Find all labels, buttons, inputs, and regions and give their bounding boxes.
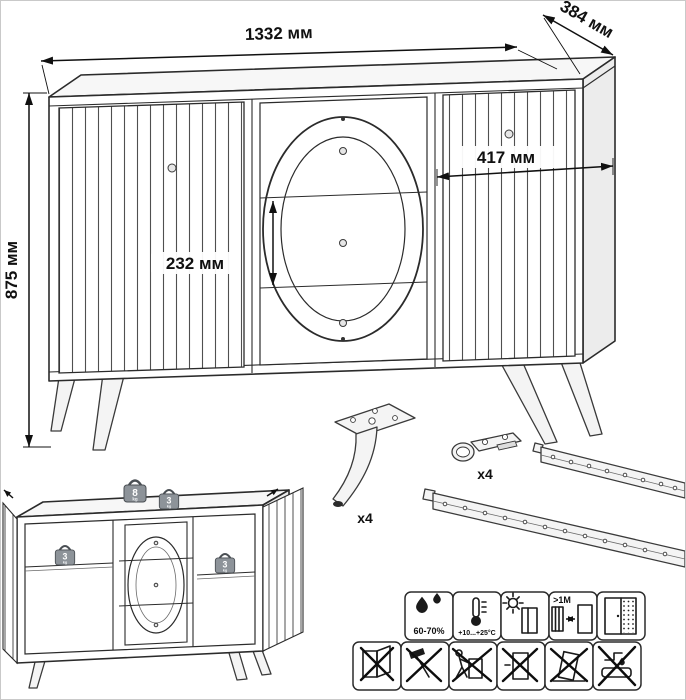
open-view-center-drawers <box>118 521 194 646</box>
faucet-icon <box>604 652 623 661</box>
left-door-open-arrow <box>3 489 14 499</box>
label-overall-width: 1332 мм <box>245 23 313 44</box>
care-icon-no-tilt <box>544 641 594 691</box>
care-icon-humidity: 60-70% <box>404 591 454 641</box>
load-weight-right-shelf: 3 kg <box>214 552 236 574</box>
weight-top-unit: kg <box>132 497 138 502</box>
water-drop-icon <box>416 596 428 613</box>
center-drawer-section <box>259 96 428 366</box>
open-view-interior <box>24 513 256 655</box>
weight-shelf-value: 3 <box>223 560 228 570</box>
care-icon-min-distance: >1M <box>548 591 598 641</box>
open-right-door <box>262 487 304 652</box>
weight-shelf-unit: kg <box>223 568 228 573</box>
care-icon-sunlight <box>500 591 550 641</box>
dimension-niche-width: 417 мм <box>436 146 614 186</box>
cabinet-side-face <box>582 56 616 364</box>
right-shelf <box>196 571 256 576</box>
leg-foot <box>333 501 343 507</box>
drawer-slide-detail-1 <box>532 442 685 499</box>
leg-quantity-label: x4 <box>357 510 373 526</box>
open-view-legs <box>28 649 272 689</box>
left-door-knob <box>167 163 177 173</box>
water-drop-icon <box>433 593 441 604</box>
sideboard-open-view: 8 kg 3 kg 3 kg 3 kg <box>2 479 304 689</box>
load-weight-left-shelf: 3 kg <box>54 544 76 566</box>
label-overall-height: 875 мм <box>2 241 21 299</box>
care-icon-no-lean-door <box>352 641 402 691</box>
dimension-overall-height: 875 мм <box>2 92 51 448</box>
min-distance-label: >1M <box>553 595 571 605</box>
label-drawer-height: 232 мм <box>166 254 224 273</box>
open-left-door <box>2 501 18 665</box>
leg-detail: x4 <box>332 403 416 526</box>
care-icon-no-hammer <box>400 641 450 691</box>
drawer-knob-middle <box>339 239 347 247</box>
drawer-knob-bottom <box>339 319 347 327</box>
dimension-overall-width: 1332 мм <box>40 23 558 95</box>
left-door <box>58 101 245 374</box>
mesh-panel-icon <box>622 599 635 633</box>
care-icon-grid: 60-70% +10...+25°C >1M <box>352 591 646 691</box>
right-door-knob <box>504 129 514 139</box>
weight-shelf-unit: kg <box>167 504 172 509</box>
sun-icon <box>507 597 519 609</box>
care-icon-no-moisture <box>592 641 642 691</box>
furniture-panel-icon <box>521 607 538 634</box>
hinge-detail: x4 <box>451 432 522 482</box>
load-weight-top: 8 kg <box>123 479 147 503</box>
label-niche-width: 417 мм <box>477 148 535 167</box>
weight-shelf-unit: kg <box>63 560 68 565</box>
weight-top-value: 8 <box>132 488 138 499</box>
sideboard-legs <box>50 349 603 451</box>
dimension-drawer-height: 232 мм <box>151 201 277 285</box>
load-weight-center: 3 kg <box>158 488 180 510</box>
weight-shelf-value: 3 <box>167 496 172 506</box>
cabinet-icon <box>577 604 593 634</box>
temperature-range-label: +10...+25°C <box>458 629 495 637</box>
weight-shelf-value: 3 <box>63 552 68 562</box>
drawer-slide-detail-2 <box>422 488 685 568</box>
care-icon-no-drag <box>448 641 498 691</box>
sideboard-main-view <box>48 56 616 451</box>
radiator-icon <box>551 606 564 632</box>
drawer-knob-top <box>339 147 347 155</box>
care-icon-temperature: +10...+25°C <box>452 591 502 641</box>
right-door-open-arrow <box>266 488 279 497</box>
hinge-quantity-label: x4 <box>477 466 493 482</box>
humidity-range-label: 60-70% <box>413 626 444 636</box>
care-icon-no-push <box>496 641 546 691</box>
care-icon-ventilation <box>596 591 646 641</box>
